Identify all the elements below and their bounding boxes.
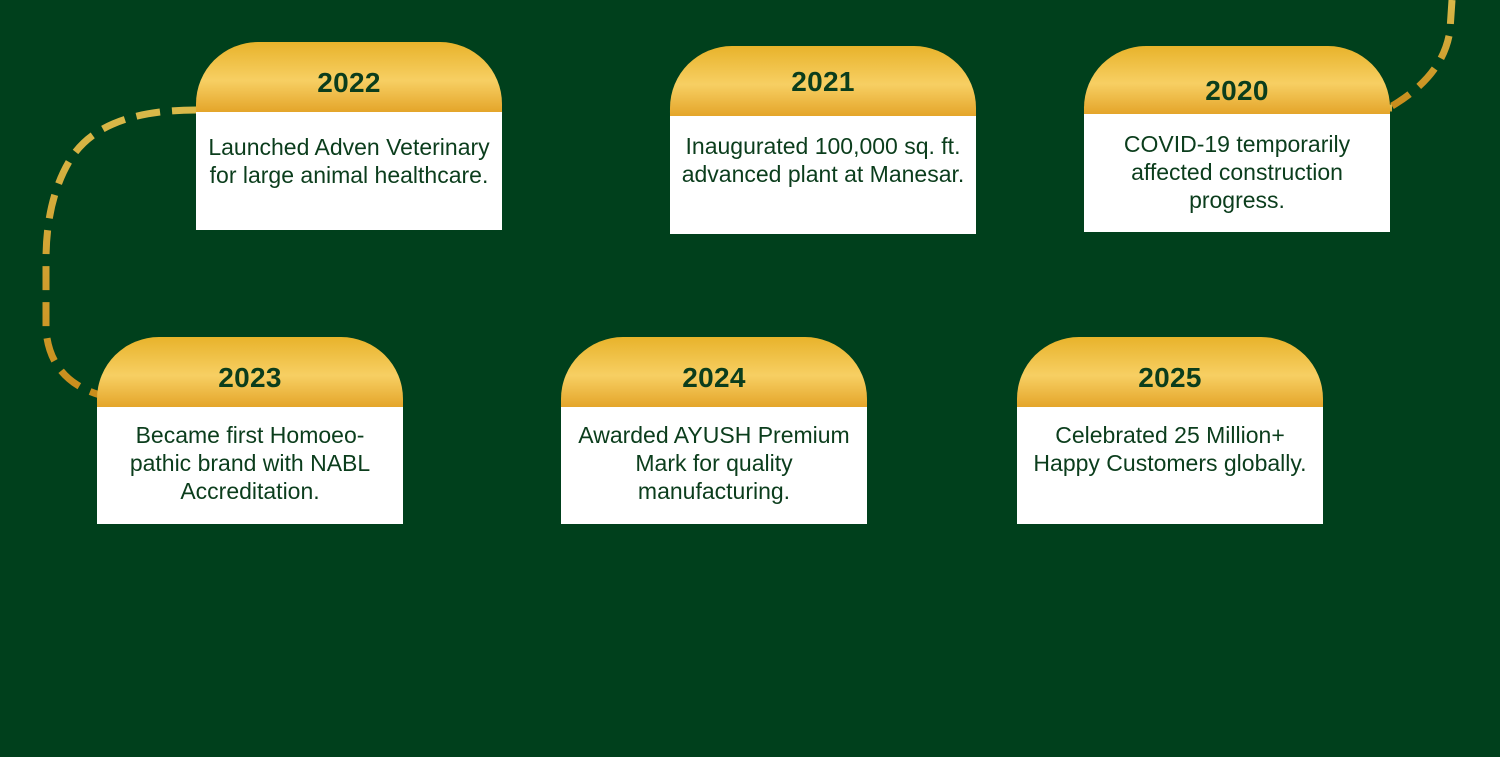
milestone-card-2021: 2021 Inaugurated 100,000 sq. ft. advance… (670, 46, 976, 234)
description-panel: COVID-19 temporarily affected constructi… (1084, 114, 1390, 232)
milestone-description: COVID-19 temporarily affected constructi… (1123, 131, 1351, 213)
year-label: 2022 (317, 67, 381, 98)
year-label: 2021 (791, 66, 855, 97)
milestone-description: Became first Homoeo-pathic brand with NA… (129, 422, 371, 504)
year-tab: 2025 (1017, 337, 1323, 407)
year-tab: 2020 (1084, 46, 1390, 114)
year-label: 2024 (682, 362, 746, 393)
milestone-card-2023: 2023 Became first Homoeo-pathic brand wi… (97, 337, 403, 524)
description-panel: Inaugurated 100,000 sq. ft. advanced pla… (670, 116, 976, 234)
description-panel: Awarded AYUSH Premium Mark for quality m… (561, 407, 867, 524)
path-left-curve (42, 106, 197, 399)
description-panel: Became first Homoeo-pathic brand with NA… (97, 407, 403, 524)
path-top-right-curve (1390, 0, 1456, 110)
milestone-card-2025: 2025 Celebrated 25 Million+ Happy Custom… (1017, 337, 1323, 524)
year-tab: 2022 (196, 42, 502, 112)
milestone-description: Celebrated 25 Million+ Happy Customers g… (1033, 422, 1307, 476)
milestone-description: Awarded AYUSH Premium Mark for quality m… (578, 422, 850, 504)
milestone-card-2024: 2024 Awarded AYUSH Premium Mark for qual… (561, 337, 867, 524)
year-tab: 2023 (97, 337, 403, 407)
description-panel: Celebrated 25 Million+ Happy Customers g… (1017, 407, 1323, 524)
milestone-card-2022: 2022 Launched Adven Veterinary for large… (196, 42, 502, 230)
year-label: 2023 (218, 362, 282, 393)
milestone-card-2020: 2020 COVID-19 temporarily affected const… (1084, 46, 1390, 232)
description-panel: Launched Adven Veterinary for large anim… (196, 112, 502, 230)
year-label: 2025 (1138, 362, 1202, 393)
milestone-description: Launched Adven Veterinary for large anim… (208, 134, 490, 188)
year-tab: 2024 (561, 337, 867, 407)
year-label: 2020 (1205, 75, 1269, 106)
year-tab: 2021 (670, 46, 976, 116)
milestone-description: Inaugurated 100,000 sq. ft. advanced pla… (681, 133, 965, 187)
